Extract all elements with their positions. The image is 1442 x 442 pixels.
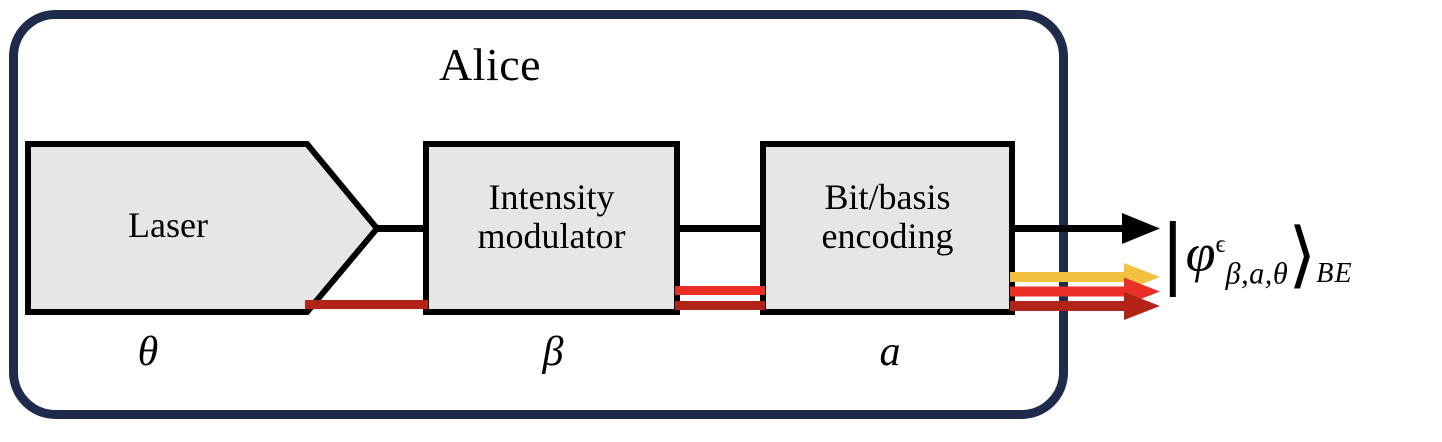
laser-label: Laser [28, 206, 308, 245]
ket-subscript-parameters: β,a,θ [1225, 256, 1289, 291]
laser-label-line-1: Laser [128, 205, 208, 245]
modulator-parameter-beta: β [542, 329, 564, 375]
intensity-modulator-label-line-2: modulator [477, 215, 626, 256]
arrowhead-dark-red [1124, 292, 1160, 320]
laser-parameter-theta: θ [137, 329, 159, 375]
intensity-modulator-label: Intensity modulator [426, 178, 677, 256]
ket-subscript-registers: BE [1316, 258, 1353, 290]
optical-arrowhead-black [1122, 213, 1160, 244]
bit-basis-encoding-label-line-1: Bit/basis [824, 177, 951, 217]
party-title: Alice [438, 39, 542, 90]
bit-basis-encoding-label: Bit/basis encoding [763, 178, 1012, 256]
ket-left-bar: | [1160, 208, 1186, 297]
bit-basis-encoding-label-line-2: encoding [821, 215, 954, 256]
bit-basis-encoding-shape [760, 141, 1015, 315]
ket-angle-bracket: ⟩ [1288, 212, 1317, 296]
intensity-modulator-shape [423, 141, 680, 315]
intensity-modulator-label-line-1: Intensity [488, 177, 615, 217]
laser-shape [25, 141, 381, 315]
ket-superscript-epsilon: ϵ [1215, 231, 1226, 258]
output-state-ket: |φϵβ,a,θ⟩BE [1160, 211, 1442, 296]
ket-symbol-phi: φ [1185, 223, 1216, 283]
alice-enclosure-border [9, 10, 1068, 419]
encoder-parameter-a: a [879, 329, 901, 375]
